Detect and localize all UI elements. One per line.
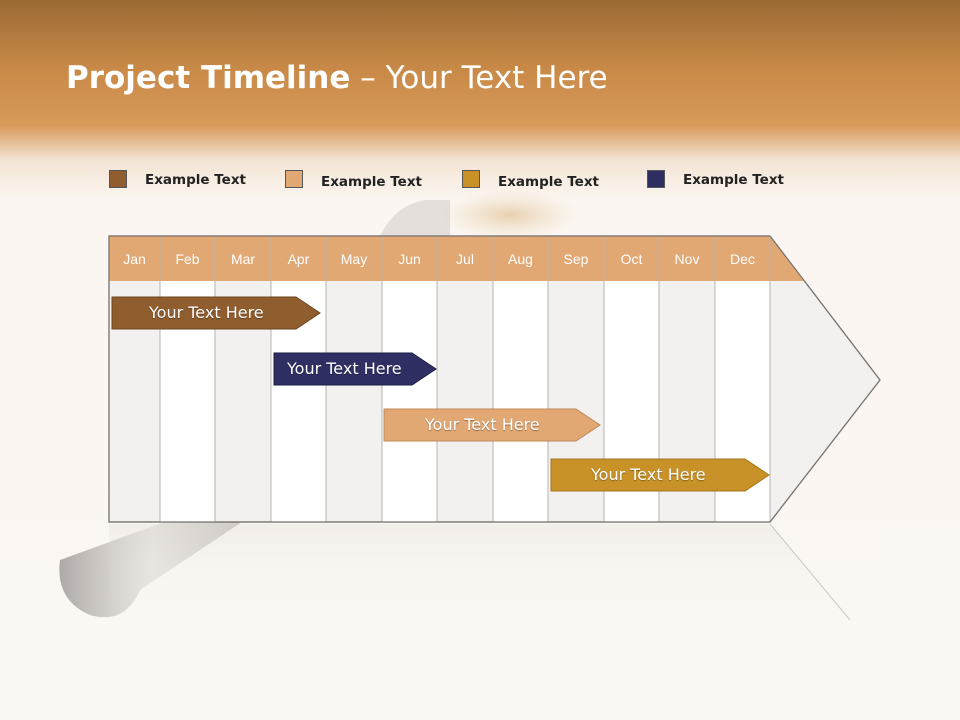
- legend-label-4: Example Text: [683, 172, 784, 188]
- task-label-4: Your Text Here: [591, 465, 706, 484]
- legend-swatch-1: [109, 170, 127, 188]
- month-label-jul: Jul: [456, 251, 474, 267]
- month-label-may: May: [340, 251, 368, 267]
- chart-reflection: [109, 524, 850, 620]
- task-label-1: Your Text Here: [149, 303, 264, 322]
- task-bar-4: [550, 458, 770, 492]
- legend-label-1: Example Text: [145, 172, 246, 188]
- month-label-sep: Sep: [563, 251, 589, 267]
- task-bar-3: [383, 408, 601, 442]
- month-label-feb: Feb: [175, 251, 200, 267]
- title-bold: Project Timeline: [66, 60, 351, 96]
- month-label-dec: Dec: [730, 251, 755, 267]
- month-label-jan: Jan: [123, 251, 146, 267]
- month-header-row: [109, 236, 770, 281]
- month-label-jun: Jun: [398, 251, 421, 267]
- legend-label-3: Example Text: [498, 174, 599, 190]
- month-label-apr: Apr: [287, 251, 310, 267]
- task-label-2: Your Text Here: [287, 359, 402, 378]
- page-title: Project Timeline – Your Text Here: [66, 60, 608, 96]
- task-bar-2: [273, 352, 437, 386]
- month-label-aug: Aug: [508, 251, 533, 267]
- month-columns: [160, 281, 770, 522]
- month-label-nov: Nov: [674, 251, 700, 267]
- title-subtitle: – Your Text Here: [350, 60, 608, 96]
- legend-swatch-2: [285, 170, 303, 188]
- legend-label-2: Example Text: [321, 174, 422, 190]
- month-label-oct: Oct: [620, 251, 643, 267]
- legend-swatch-3: [462, 170, 480, 188]
- task-bar-1: [111, 296, 321, 330]
- month-label-mar: Mar: [230, 251, 256, 267]
- task-label-3: Your Text Here: [425, 415, 540, 434]
- legend-swatch-4: [647, 170, 665, 188]
